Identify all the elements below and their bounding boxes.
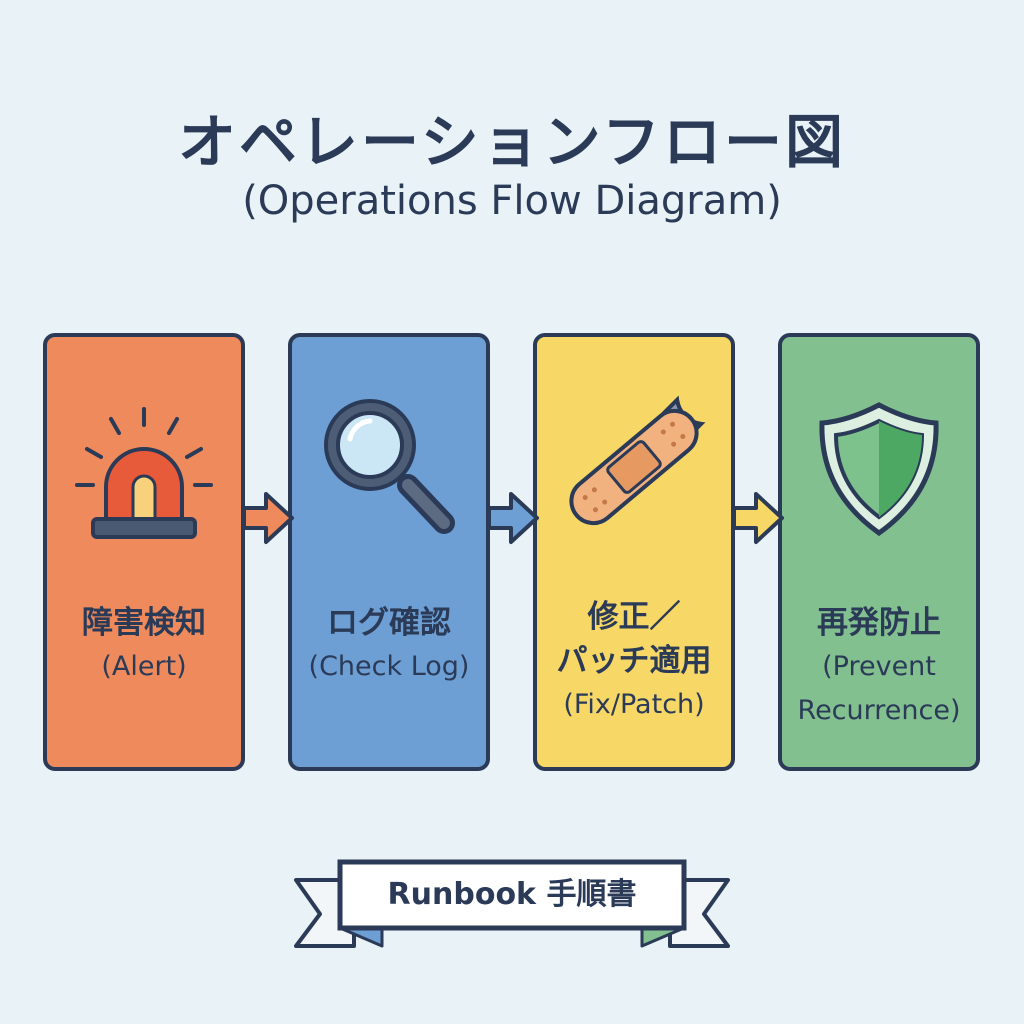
step-card-fix-patch: 修正／ パッチ適用 (Fix/Patch) — [533, 333, 735, 771]
step-label-en-2: Recurrence) — [797, 695, 961, 726]
step-label-ja: 再発防止 — [817, 605, 941, 641]
step-label-en: (Prevent — [822, 651, 936, 682]
wrench-bandage-icon — [537, 387, 731, 547]
alarm-light-icon — [47, 387, 241, 547]
step-label-en: (Check Log) — [308, 651, 470, 682]
page-title-english: (Operations Flow Diagram) — [242, 178, 782, 224]
step-label-ja: 修正／ — [587, 599, 681, 635]
step-label-ja: 障害検知 — [82, 605, 206, 641]
runbook-banner — [294, 859, 730, 948]
flow-arrow — [732, 492, 784, 544]
magnifier-icon — [292, 387, 486, 547]
flow-arrow — [487, 492, 539, 544]
step-card-alert: 障害検知 (Alert) — [43, 333, 245, 771]
step-label-en: (Alert) — [101, 651, 187, 682]
flow-arrow — [242, 492, 294, 544]
page-title-japanese: オペレーションフロー図 — [177, 108, 847, 176]
step-card-prevent-recurrence: 再発防止 (Prevent Recurrence) — [778, 333, 980, 771]
step-card-check-log: ログ確認 (Check Log) — [288, 333, 490, 771]
step-label-en: (Fix/Patch) — [563, 689, 705, 720]
shield-icon — [782, 387, 976, 547]
step-label-ja-2: パッチ適用 — [556, 643, 712, 679]
runbook-label: Runbook 手順書 — [387, 877, 637, 912]
step-label-ja: ログ確認 — [327, 605, 451, 641]
